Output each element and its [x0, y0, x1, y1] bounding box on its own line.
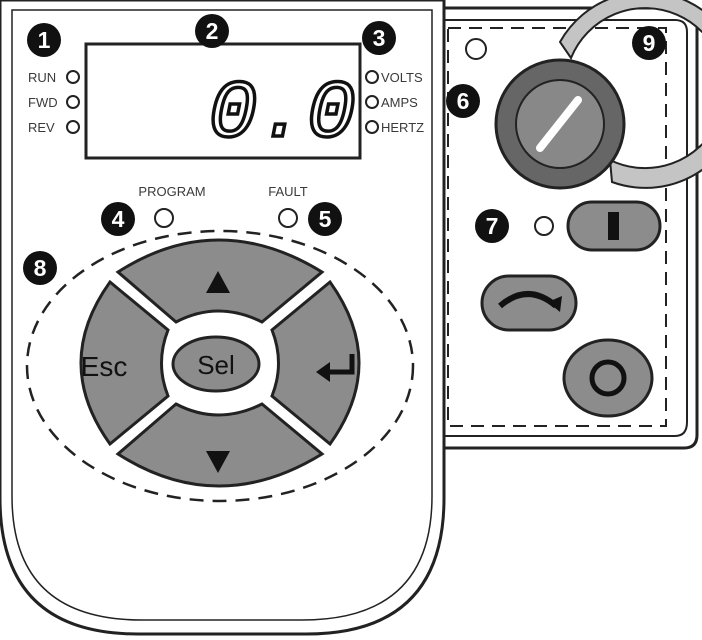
enter-arrow-icon — [316, 354, 355, 382]
callout-3-number: 3 — [373, 25, 386, 51]
hertz-label: HERTZ — [381, 120, 424, 135]
callout-7-number: 7 — [486, 213, 499, 239]
start-button[interactable] — [566, 200, 662, 252]
fault-led — [278, 208, 298, 228]
right-indicators: VOLTS AMPS HERTZ — [365, 70, 424, 135]
callout-5-number: 5 — [319, 206, 332, 232]
volts-label: VOLTS — [381, 70, 423, 85]
start-led — [534, 216, 554, 236]
callout-1-number: 1 — [38, 27, 51, 53]
right-panel-dashed-outline — [447, 27, 667, 427]
display-window — [84, 42, 362, 160]
callout-4-number: 4 — [112, 206, 125, 232]
callout-7: 7 — [475, 209, 509, 243]
callout-1: 1 — [27, 23, 61, 57]
volts-led — [365, 70, 379, 84]
display-readout: 0.0 — [208, 68, 356, 161]
callout-9: 9 — [632, 26, 666, 60]
keypad-dashed-outline — [25, 229, 415, 503]
reverse-button[interactable] — [480, 274, 578, 332]
callout-3: 3 — [362, 21, 396, 55]
callout-6: 6 — [446, 84, 480, 118]
down-button[interactable] — [115, 402, 325, 488]
dial-scale-arc — [558, 0, 702, 189]
stop-button[interactable] — [562, 338, 654, 418]
remote-led — [465, 38, 487, 60]
enter-button[interactable] — [270, 279, 361, 447]
speed-potentiometer[interactable] — [494, 0, 702, 190]
amps-label: AMPS — [381, 95, 418, 110]
program-led — [154, 208, 174, 228]
run-led — [66, 70, 80, 84]
triangle-down-icon — [206, 451, 230, 473]
callout-6-number: 6 — [457, 88, 470, 114]
esc-label: Esc — [81, 351, 128, 382]
amps-led — [365, 95, 379, 109]
callout-8-number: 8 — [34, 255, 47, 281]
callout-5: 5 — [308, 202, 342, 236]
callout-9-number: 9 — [643, 30, 656, 56]
callout-2-number: 2 — [206, 18, 219, 44]
triangle-up-icon — [206, 271, 230, 293]
rev-led — [66, 120, 80, 134]
fault-label: FAULT — [268, 184, 308, 199]
program-label: PROGRAM — [138, 184, 205, 199]
fwd-led — [66, 95, 80, 109]
esc-button[interactable]: Esc — [79, 279, 170, 447]
callout-4: 4 — [101, 202, 135, 236]
run-label: RUN — [28, 70, 56, 85]
start-bar-icon — [608, 212, 619, 240]
sel-button[interactable]: Sel — [171, 335, 261, 393]
left-indicators: RUN FWD REV — [28, 70, 80, 135]
fwd-label: FWD — [28, 95, 58, 110]
rev-label: REV — [28, 120, 55, 135]
callout-8: 8 — [23, 251, 57, 285]
up-button[interactable] — [115, 238, 325, 324]
dial-pointer — [536, 96, 582, 152]
stop-ring-icon — [589, 359, 627, 397]
hertz-led — [365, 120, 379, 134]
callout-2: 2 — [195, 14, 229, 48]
sel-label: Sel — [197, 350, 235, 380]
